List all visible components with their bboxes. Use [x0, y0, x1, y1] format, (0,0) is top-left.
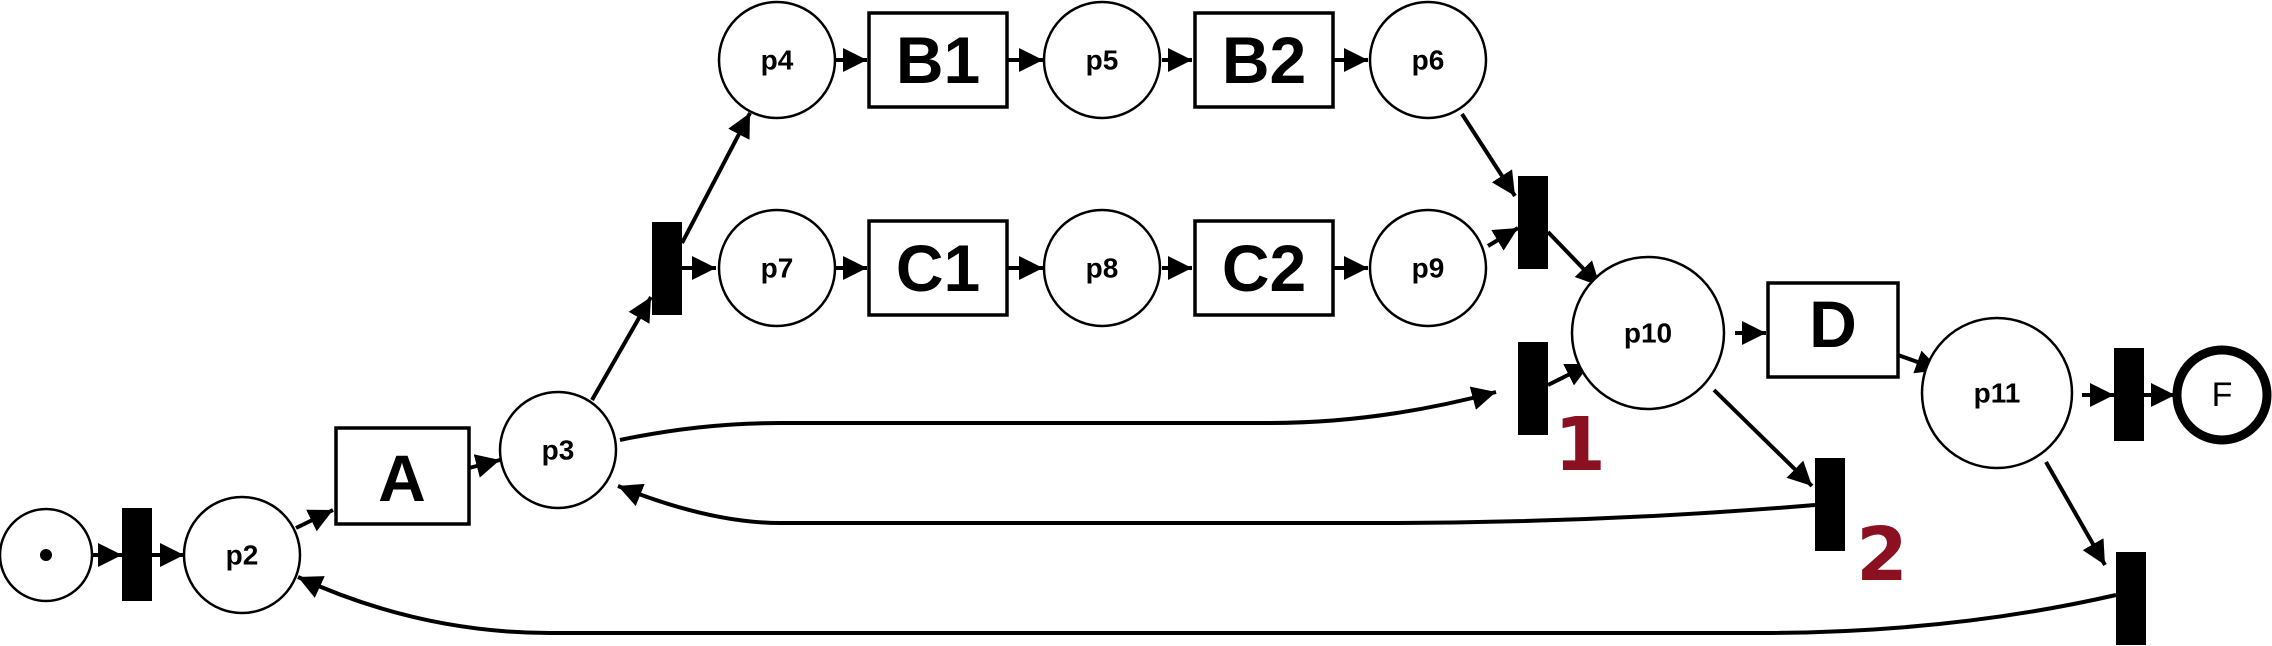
place-p6 [1368, 0, 1488, 120]
place-label-p3: p3 [542, 435, 575, 466]
place-p5 [1042, 0, 1162, 120]
places: p2 p3 p4 p5 p6 p7 p8 p9 p10 p11 F [0, 0, 2272, 615]
transition-bar-1 [1518, 342, 1548, 435]
place-p2 [182, 495, 302, 615]
place-p7 [717, 208, 837, 328]
start-token [40, 549, 52, 561]
place-label-p2: p2 [226, 540, 259, 571]
annotations: 1 2 [1554, 402, 1908, 598]
transition-bar-split [652, 222, 682, 315]
edge-p11-to-bottom-bar [2044, 461, 2107, 566]
task-c2 [1193, 219, 1335, 317]
place-p10 [1570, 255, 1726, 411]
place-label-p4: p4 [761, 45, 794, 76]
tasks: A B1 B2 C1 C2 D [334, 11, 1900, 526]
annotation-2: 2 [1856, 512, 1908, 598]
annotation-1: 1 [1554, 402, 1606, 488]
place-label-p10: p10 [1624, 318, 1672, 349]
place-label-p9: p9 [1412, 253, 1445, 284]
place-label-p5: p5 [1086, 45, 1119, 76]
place-label-p6: p6 [1412, 45, 1445, 76]
edge-bottom-bar-to-p2 [297, 575, 2117, 635]
task-b1 [867, 11, 1009, 109]
place-p11 [1920, 316, 2074, 470]
place-label-p8: p8 [1086, 253, 1119, 284]
transitions [122, 176, 2146, 645]
task-label-c1: C1 [896, 231, 980, 305]
task-label-d: D [1809, 287, 1857, 361]
edges [92, 48, 2175, 635]
edge-p3-to-bar-1 [619, 386, 1497, 442]
task-a [334, 426, 471, 526]
task-label-a: A [378, 441, 426, 515]
task-d [1766, 281, 1900, 379]
place-p4 [717, 0, 837, 120]
place-label-p7: p7 [761, 253, 794, 284]
transition-bar-2 [1815, 458, 1845, 551]
place-final [2172, 345, 2272, 445]
transition-bar-join [1518, 176, 1548, 269]
transition-bar-start [122, 508, 152, 601]
place-p9 [1368, 208, 1488, 328]
task-c1 [867, 219, 1009, 317]
task-b2 [1193, 11, 1335, 109]
edge-join-to-p10 [1546, 230, 1602, 288]
edge-task-a-to-p3 [468, 454, 501, 478]
place-label-p11: p11 [1974, 378, 2021, 409]
edge-p10-to-bar-2 [1712, 388, 1814, 488]
place-p8 [1042, 208, 1162, 328]
transition-bar-final [2114, 348, 2144, 441]
task-label-c2: C2 [1222, 231, 1306, 305]
task-label-b2: B2 [1222, 23, 1306, 97]
edge-p2-to-task-a [295, 508, 334, 532]
edge-p9-to-join [1486, 226, 1520, 251]
edge-split-to-p4 [680, 112, 752, 244]
edge-bar-2-to-p3 [617, 483, 1816, 525]
place-p3 [498, 390, 618, 510]
task-label-b1: B1 [896, 23, 980, 97]
edge-p6-to-join [1460, 112, 1517, 198]
edge-p3-to-split [590, 296, 653, 401]
place-label-final: F [2212, 376, 2233, 414]
transition-bar-bottom [2116, 552, 2146, 645]
